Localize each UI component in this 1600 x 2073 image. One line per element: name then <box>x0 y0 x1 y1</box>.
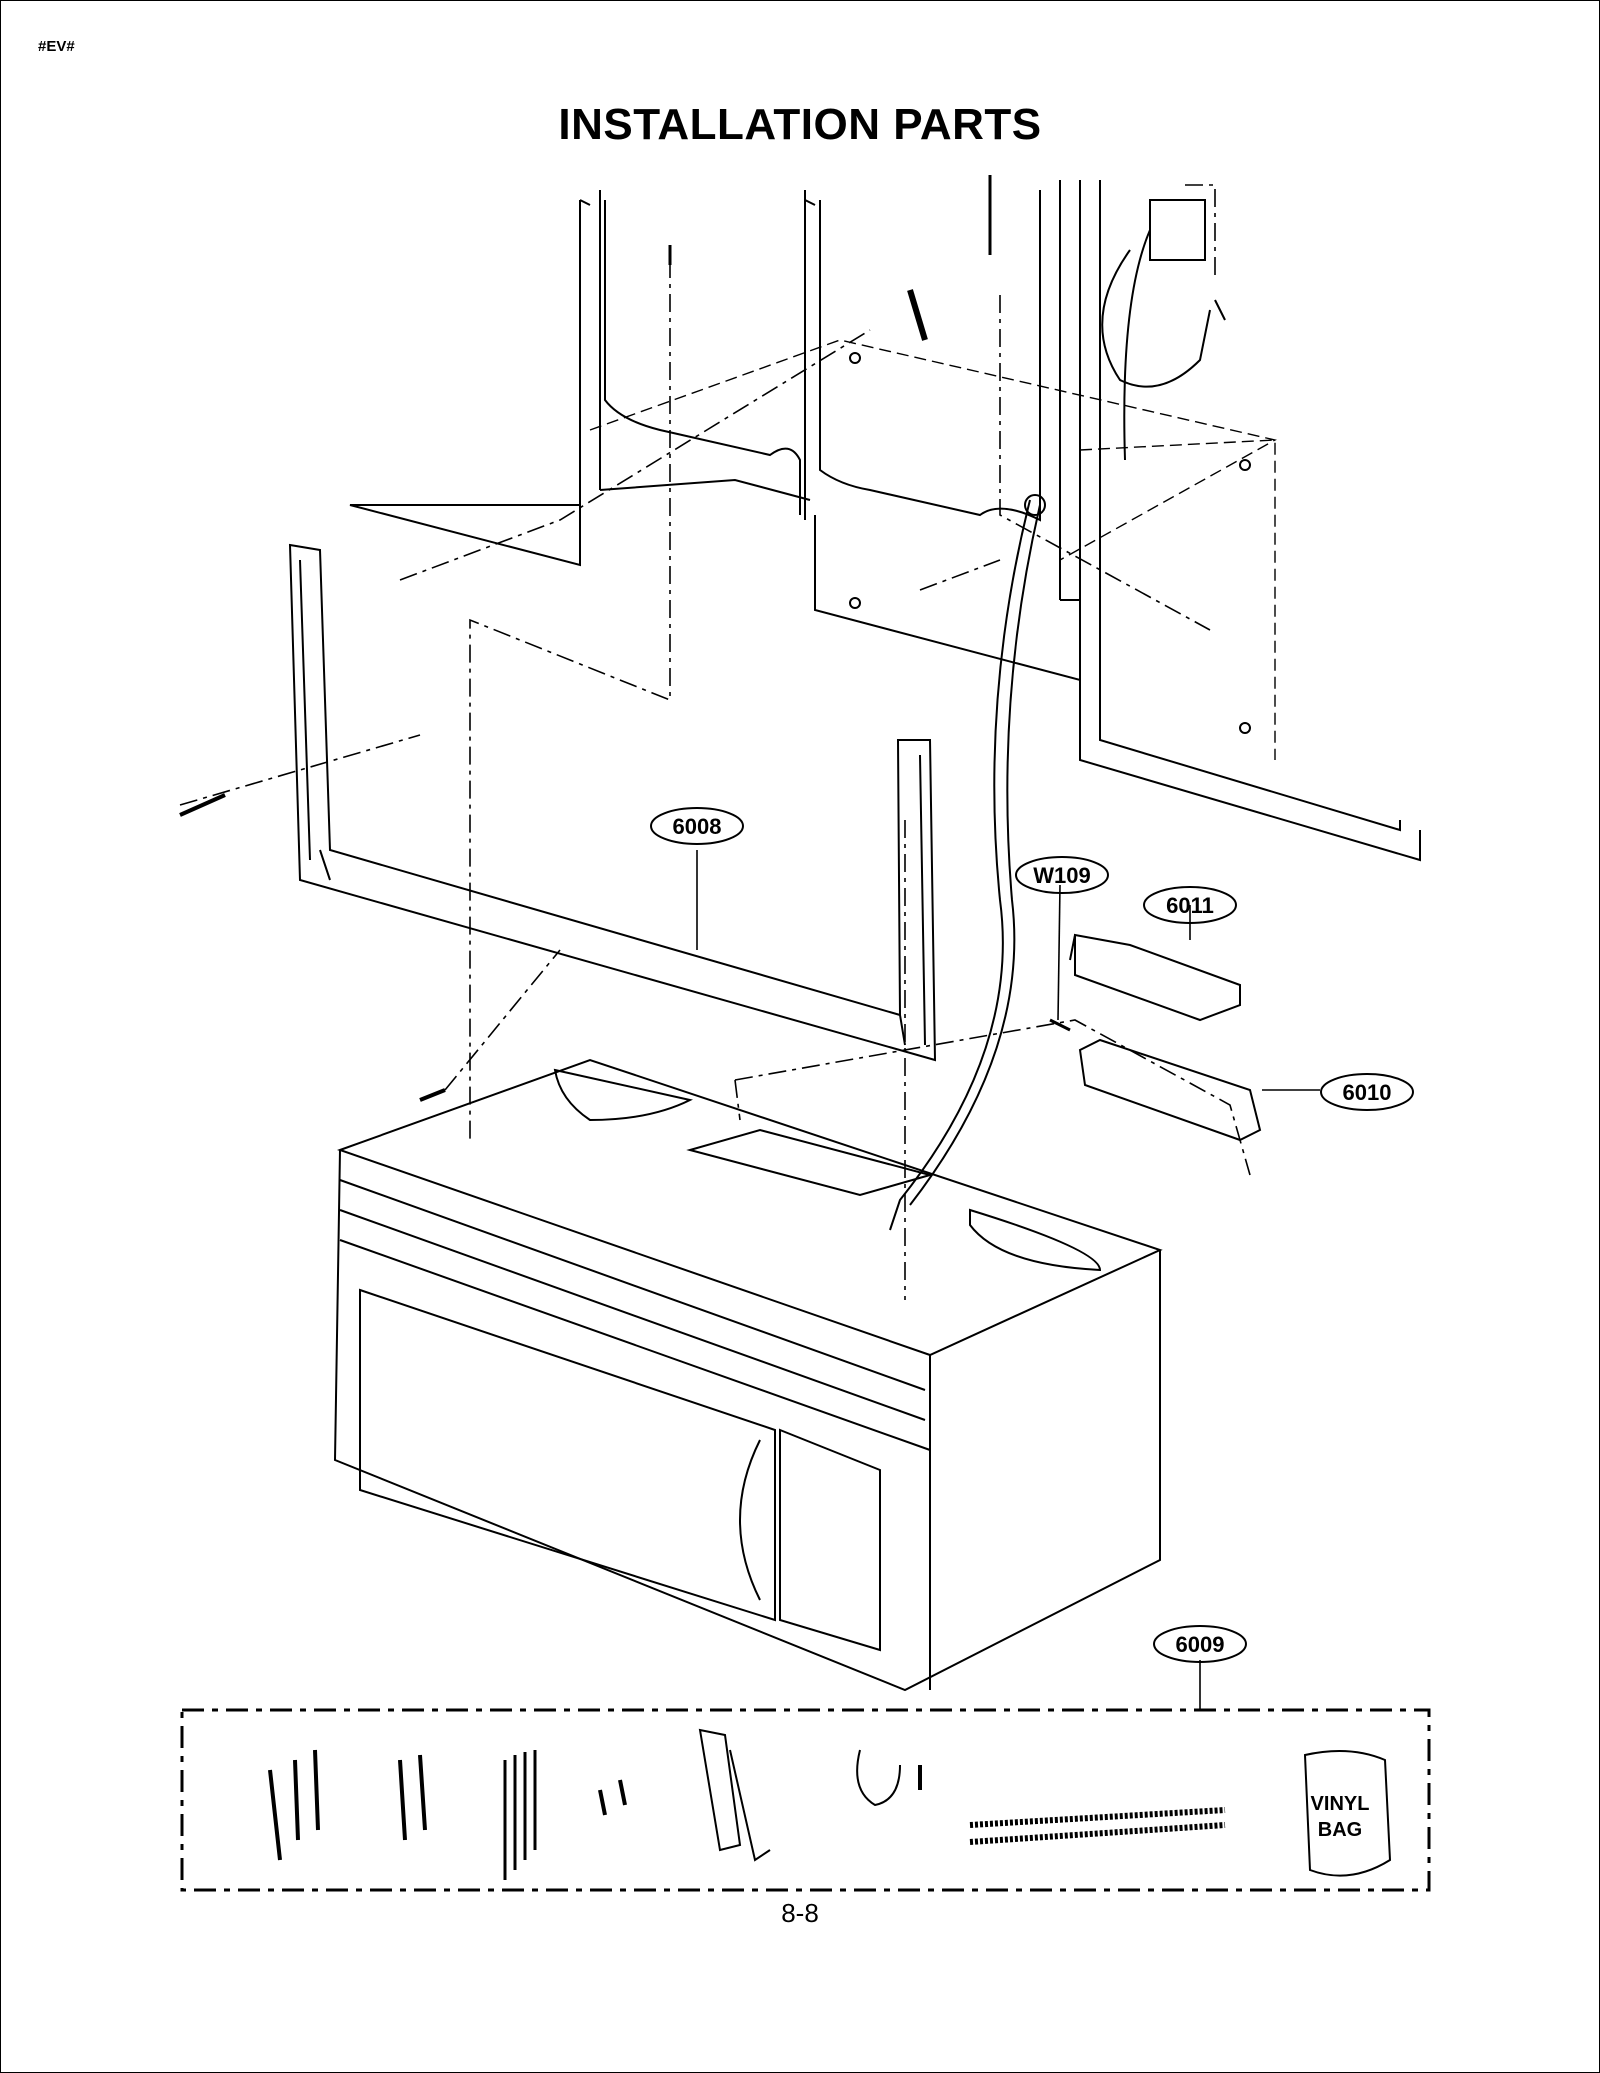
microwave-oven <box>333 1058 1163 1692</box>
accessory-kit-box <box>180 1708 1431 1892</box>
label-6009: 6009 <box>1176 1632 1225 1657</box>
label-6011: 6011 <box>1166 893 1214 918</box>
vinyl-bag-label-line2: BAG <box>1318 1819 1362 1841</box>
callout-6009 <box>1153 1625 1247 1663</box>
callout-6010 <box>1320 1073 1414 1111</box>
kit-contents <box>268 1728 1392 1880</box>
label-6008: 6008 <box>673 814 722 839</box>
callout-6011 <box>1143 886 1237 924</box>
screws <box>179 175 1071 1102</box>
page-title: INSTALLATION PARTS <box>558 100 1042 149</box>
callout-6008 <box>650 807 744 845</box>
label-w109: W109 <box>1033 863 1090 888</box>
vinyl-bag-label-line1: VINYL <box>1311 1793 1370 1815</box>
guide-lines <box>179 184 1251 1300</box>
power-outlet <box>889 199 1226 1231</box>
page-number: 8-8 <box>781 1898 819 1928</box>
document-code: #EV# <box>38 38 75 55</box>
cord-cover-parts <box>1069 933 1262 1142</box>
mounting-plate <box>288 543 937 1062</box>
wall-cabinets <box>349 180 1421 862</box>
callout-leaders <box>696 850 1320 1710</box>
label-6010: 6010 <box>1343 1080 1392 1105</box>
callout-w109 <box>1015 856 1109 894</box>
